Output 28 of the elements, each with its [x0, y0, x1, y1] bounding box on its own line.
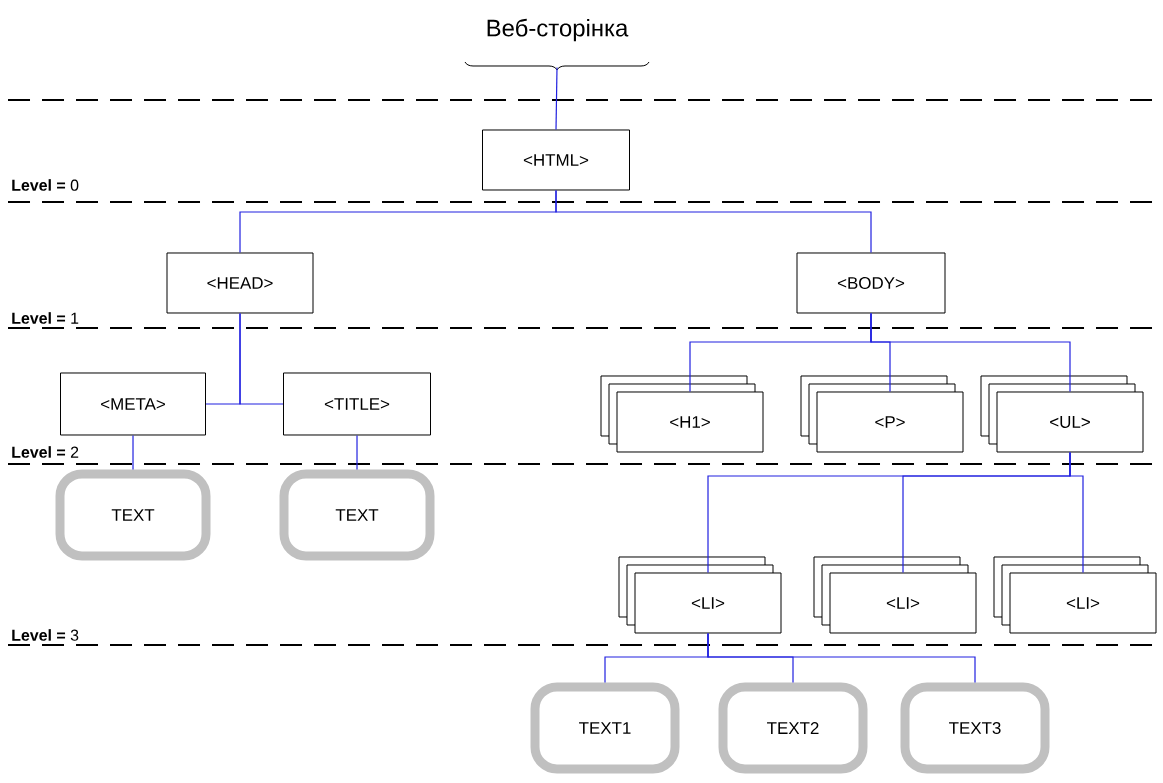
stacked-tag-box: <LI> — [813, 556, 977, 634]
connector-line — [1069, 451, 1084, 574]
tag-box: <BODY> — [796, 252, 946, 314]
heading-with-brace: Веб-сторінка — [464, 18, 650, 71]
level-label: Level = 3 — [12, 629, 79, 641]
text-box: TEXT1 — [530, 682, 680, 774]
connector-line — [555, 189, 872, 254]
stacked-tag-box: <LI> — [618, 556, 782, 634]
stacked-tag-box: <LI> — [993, 556, 1157, 634]
level-label: Level = 2 — [12, 446, 79, 458]
level-label: Level = 0 — [12, 179, 79, 191]
connector-line — [870, 312, 1071, 393]
connector-line — [239, 312, 284, 405]
connector-line — [356, 434, 358, 471]
stacked-tag-box: <UL> — [980, 375, 1144, 453]
text-box: TEXT — [279, 469, 435, 561]
tag-box: <HEAD> — [166, 252, 314, 314]
tag-box: <META> — [60, 372, 206, 436]
connector-line — [707, 632, 976, 684]
text-box: TEXT — [55, 469, 211, 561]
tag-box: <TITLE> — [283, 372, 431, 436]
text-box: TEXT3 — [900, 682, 1050, 774]
text-box: TEXT2 — [718, 682, 868, 774]
stacked-tag-box: <P> — [800, 375, 964, 453]
tag-box: <HTML> — [482, 129, 630, 191]
stacked-tag-box: <H1> — [600, 375, 764, 453]
level-label: Level = 1 — [12, 312, 79, 324]
connector-line — [132, 434, 134, 471]
